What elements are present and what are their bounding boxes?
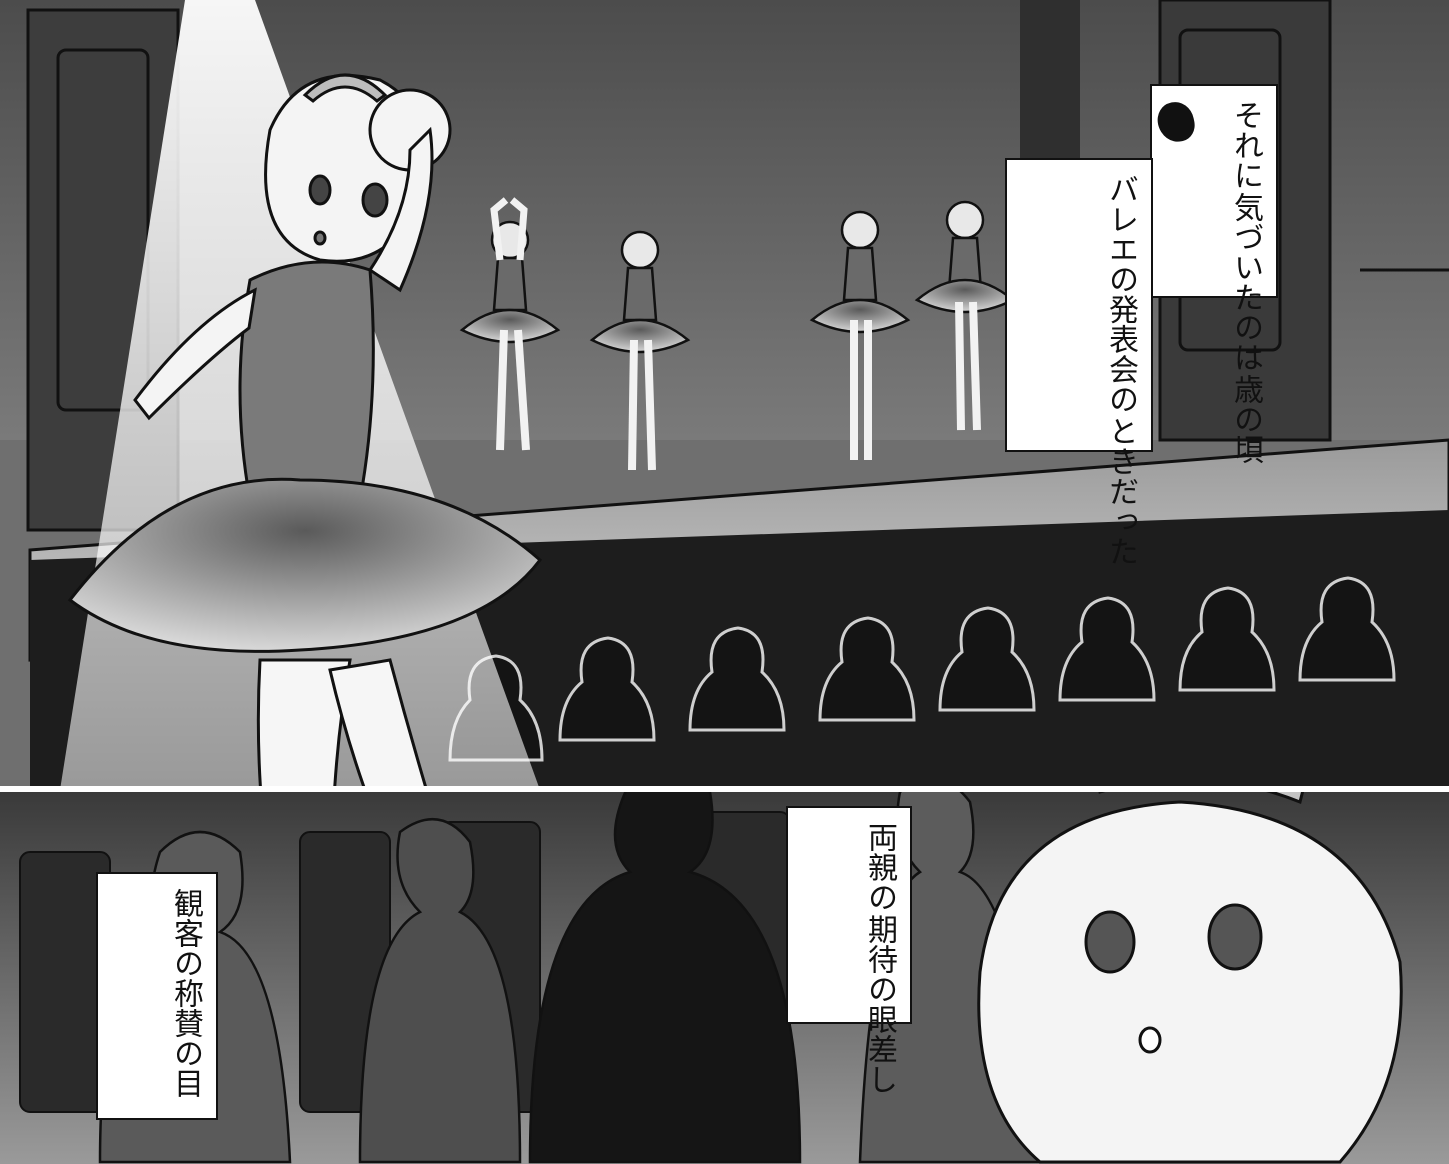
caption-age-line1: それに (1228, 100, 1263, 190)
audience-panel: 両親の 期待の眼差し 観客の称賛の目 (0, 792, 1449, 1164)
caption-ballet-line2: ときだった (1103, 416, 1138, 566)
caption-parents-line1: 両親の (862, 822, 897, 912)
caption-ballet-line1: バレエの発表会の (1103, 174, 1138, 414)
girl-closeup (977, 792, 1403, 1164)
caption-age-line2: 気づいたのは (1228, 192, 1263, 372)
caption-audience: 観客の称賛の目 (96, 872, 218, 1120)
caption-audience-line1: 観客の称賛の目 (168, 888, 203, 1098)
background-dancers (459, 197, 1016, 471)
caption-parents-line2: 期待の眼差し (862, 914, 897, 1094)
audience-scene-art (0, 792, 1449, 1164)
caption-ballet: バレエの発表会の ときだった (1005, 158, 1153, 566)
main-dancer (67, 73, 543, 786)
caption-age: それに 気づいたのは 歳の頃 (1150, 84, 1278, 464)
caption-parents: 両親の 期待の眼差し (786, 806, 912, 1094)
stage-panel: それに 気づいたのは 歳の頃 バレエの発表会の ときだった (0, 0, 1449, 790)
stage-scene-art (0, 0, 1449, 786)
caption-age-line3: 歳の頃 (1228, 374, 1263, 464)
